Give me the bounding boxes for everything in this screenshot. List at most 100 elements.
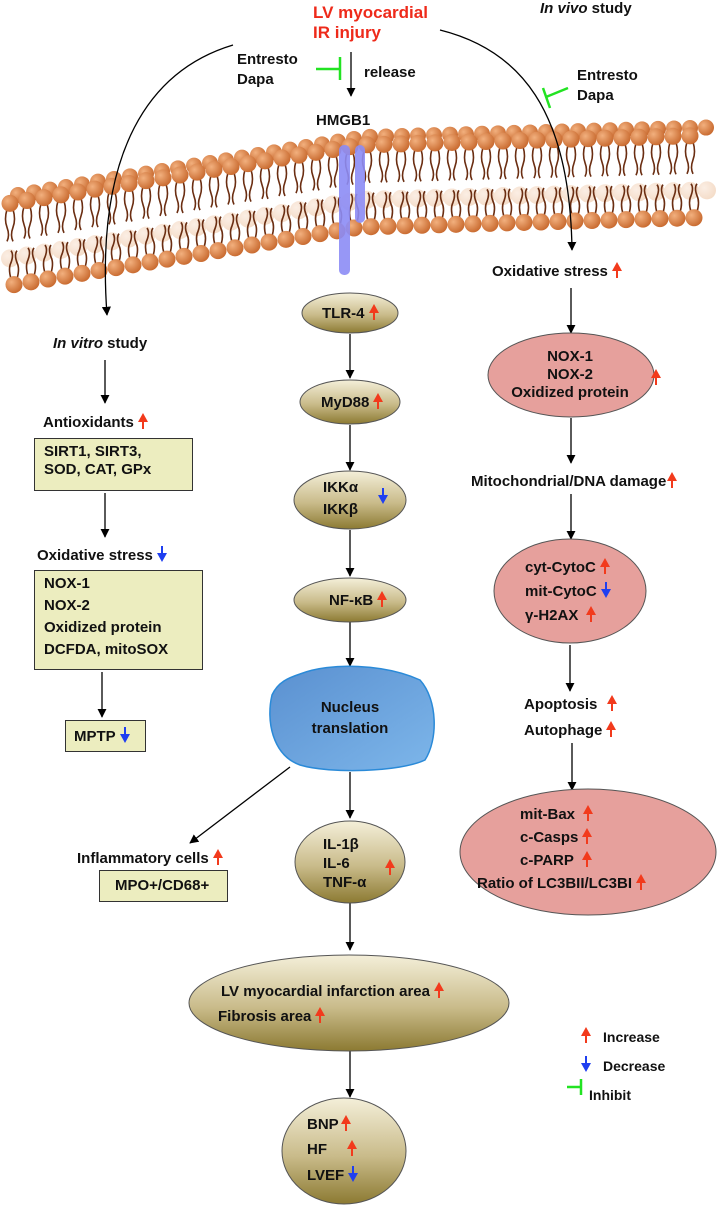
mito-dna-damage-label: Mitochondrial/DNA damage [471, 472, 678, 491]
mit-cytoc-text: mit-CytoC [525, 583, 597, 600]
increase-arrow-icon [581, 851, 592, 867]
mptp-box: MPTP [65, 720, 146, 752]
outcome-ellipse [281, 1097, 407, 1205]
legend-inhibit-label: Inhibit [589, 1087, 631, 1103]
increase-arrow-icon [599, 558, 610, 574]
antioxidants-box: SIRT1, SIRT3, SOD, CAT, GPx [34, 438, 193, 491]
c-parp-text: c-PARP [520, 852, 574, 869]
nox-vivo-item: NOX-2 [547, 366, 593, 383]
lvef-label: LVEF [307, 1166, 359, 1185]
curve-arrow-to-in-vivo [439, 29, 577, 251]
mpo-cd68-label: MPO+/CD68+ [115, 877, 210, 894]
tlr4-text: TLR-4 [322, 305, 365, 322]
oxidative-vitro-item: NOX-1 [44, 575, 90, 592]
arrow-nucleus-inflammatory [189, 766, 291, 844]
nucleus-line2: translation [311, 720, 389, 737]
increase-arrow-icon [373, 393, 384, 409]
inhibit-symbol-right [541, 86, 569, 109]
oxidative-vitro-item: NOX-2 [44, 597, 90, 614]
nox-vivo-item: NOX-1 [547, 348, 593, 365]
lc3b-ratio-label: Ratio of LC3BII/LC3BI [477, 874, 647, 893]
nox-increase-arrow-icon [651, 369, 661, 385]
nox-vivo-item: Oxidized protein [511, 384, 629, 401]
decrease-arrow-icon [348, 1166, 359, 1182]
cyt-cytoc-text: cyt-CytoC [525, 559, 596, 576]
apoptosis-label: Apoptosis [524, 695, 618, 714]
increase-arrow-icon [606, 721, 617, 737]
nfkb-ellipse [293, 577, 407, 623]
oxidative-vitro-text: Oxidative stress [37, 547, 153, 564]
lc3b-ratio-text: Ratio of LC3BII/LC3BI [477, 875, 633, 892]
legend-decrease-label: Decrease [603, 1058, 666, 1074]
in-vivo-rest: study [587, 0, 632, 17]
autophage-label: Autophage [524, 721, 617, 740]
decrease-arrow-icon [156, 546, 167, 562]
myd88-label: MyD88 [321, 393, 384, 412]
myd88-text: MyD88 [321, 394, 370, 411]
legend-increase-label: Increase [603, 1029, 660, 1045]
autophage-text: Autophage [524, 722, 603, 739]
lvef-text: LVEF [307, 1167, 345, 1184]
infarct-ellipse [188, 954, 510, 1052]
tlr4-ellipse [301, 292, 399, 334]
decrease-arrow-icon [600, 582, 611, 598]
increase-arrow-icon [636, 874, 647, 890]
myd88-ellipse [299, 379, 401, 425]
ikk-beta-label: IKKβ [323, 501, 358, 518]
cytokines-increase-arrow-icon [385, 859, 395, 875]
drug-left-line1: Entresto [237, 51, 298, 68]
increase-arrow-icon [368, 304, 379, 320]
ikk-ellipse [293, 470, 407, 530]
increase-arrow-icon [212, 849, 223, 865]
ikk-decrease-arrow-icon [378, 488, 388, 504]
hf-text: HF [307, 1141, 327, 1158]
nucleus-line1: Nucleus [320, 699, 380, 716]
increase-arrow-icon [315, 1007, 326, 1023]
fibrosis-text: Fibrosis area [218, 1008, 312, 1025]
oxidative-vivo-text: Oxidative stress [492, 263, 608, 280]
increase-arrow-icon [611, 262, 622, 278]
antioxidants-text: Antioxidants [43, 414, 134, 431]
mito-text: Mitochondrial/DNA damage [471, 473, 667, 490]
in-vitro-title: In vitro study [53, 335, 147, 353]
increase-arrow-icon [583, 805, 594, 821]
mptp-text: MPTP [74, 728, 116, 745]
inhibit-symbol-left [316, 57, 342, 80]
mit-bax-label: mit-Bax [520, 805, 594, 824]
tnfa-label: TNF-α [323, 874, 367, 891]
increase-arrow-icon [377, 591, 388, 607]
drug-right-line2: Dapa [577, 87, 614, 104]
antioxidants-item: SOD, CAT, GPx [44, 461, 152, 478]
cyt-cytoc-label: cyt-CytoC [525, 558, 610, 577]
oxidative-stress-vivo-label: Oxidative stress [492, 262, 622, 281]
drug-right-line1: Entresto [577, 67, 638, 84]
nfkb-text: NF-κB [329, 592, 374, 609]
inflammatory-cells-label: Inflammatory cells [77, 849, 223, 868]
in-vivo-italic: In vivo [540, 0, 588, 17]
mit-cytoc-label: mit-CytoC [525, 582, 611, 601]
c-casps-text: c-Casps [520, 829, 579, 846]
cytokines-ellipse [294, 820, 406, 904]
mit-bax-text: mit-Bax [520, 806, 576, 823]
fibrosis-area-label: Fibrosis area [218, 1007, 326, 1026]
release-label: release [364, 64, 416, 81]
gamma-h2ax-text: γ-H2AX [525, 607, 579, 624]
antioxidants-label: Antioxidants [43, 413, 148, 432]
inflammatory-text: Inflammatory cells [77, 850, 209, 867]
il1b-label: IL-1β [323, 836, 359, 853]
tlr4-receptor [339, 145, 365, 275]
tlr4-label: TLR-4 [322, 304, 379, 323]
increase-arrow-icon [667, 472, 678, 488]
increase-arrow-icon [607, 695, 618, 711]
increase-arrow-icon [586, 606, 597, 622]
hmgb1-label: HMGB1 [316, 112, 371, 129]
antioxidants-item: SIRT1, SIRT3, [44, 443, 142, 460]
increase-arrow-icon [340, 1115, 351, 1131]
in-vivo-title: In vivo study [540, 0, 632, 18]
c-parp-label: c-PARP [520, 851, 592, 870]
apoptosis-text: Apoptosis [524, 696, 598, 713]
gamma-h2ax-label: γ-H2AX [525, 606, 597, 625]
increase-arrow-icon [433, 982, 444, 998]
